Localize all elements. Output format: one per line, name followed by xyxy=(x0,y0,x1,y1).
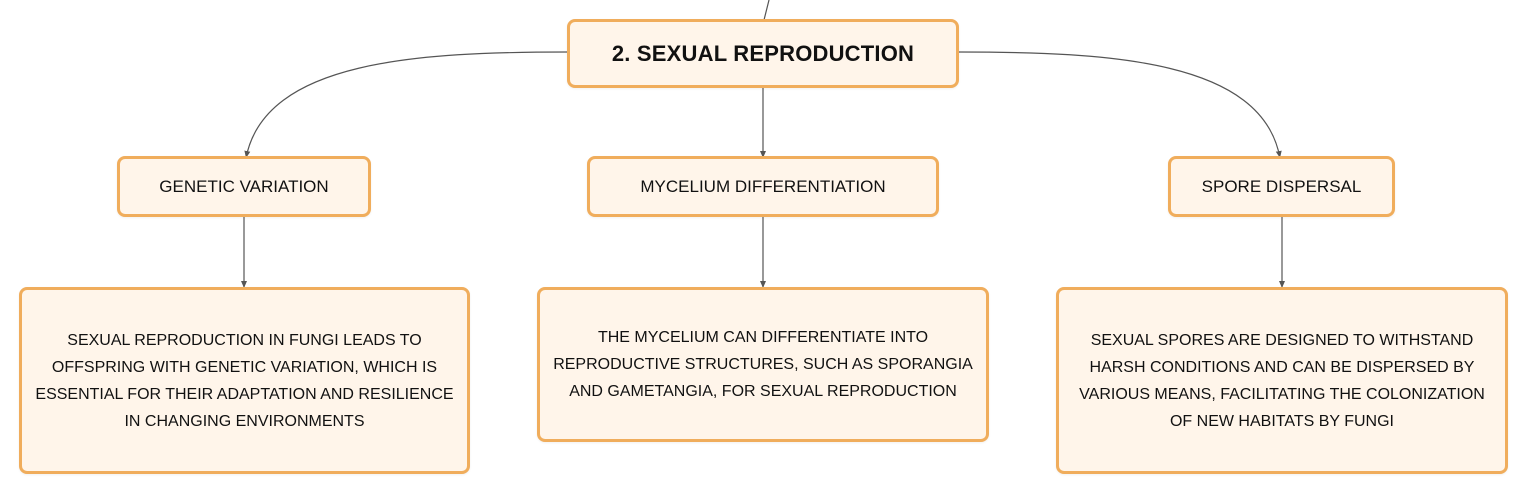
detail-node-spore-dispersal[interactable]: SEXUAL SPORES ARE DESIGNED TO WITHSTAND … xyxy=(1056,287,1508,474)
detail-node-text: SEXUAL REPRODUCTION IN FUNGI LEADS TO OF… xyxy=(35,331,454,430)
root-node-sexual-reproduction[interactable]: 2. SEXUAL REPRODUCTION xyxy=(567,19,959,88)
detail-node-text: THE MYCELIUM CAN DIFFERENTIATE INTO REPR… xyxy=(553,329,973,400)
connector-incoming-to-root xyxy=(763,0,770,21)
connector-root-to-genetic-variation xyxy=(244,51,569,159)
branch-node-label: GENETIC VARIATION xyxy=(159,176,329,196)
branch-node-mycelium-differentiation[interactable]: MYCELIUM DIFFERENTIATION xyxy=(587,156,939,217)
connector-root-to-spore-dispersal xyxy=(957,51,1282,159)
branch-node-label: SPORE DISPERSAL xyxy=(1201,176,1362,196)
detail-node-text: SEXUAL SPORES ARE DESIGNED TO WITHSTAND … xyxy=(1079,331,1485,430)
branch-node-spore-dispersal[interactable]: SPORE DISPERSAL xyxy=(1168,156,1395,217)
detail-node-mycelium-differentiation[interactable]: THE MYCELIUM CAN DIFFERENTIATE INTO REPR… xyxy=(537,287,989,442)
branch-node-label: MYCELIUM DIFFERENTIATION xyxy=(640,176,886,196)
branch-node-genetic-variation[interactable]: GENETIC VARIATION xyxy=(117,156,371,217)
detail-node-genetic-variation[interactable]: SEXUAL REPRODUCTION IN FUNGI LEADS TO OF… xyxy=(19,287,470,474)
root-node-label: 2. SEXUAL REPRODUCTION xyxy=(611,40,915,66)
